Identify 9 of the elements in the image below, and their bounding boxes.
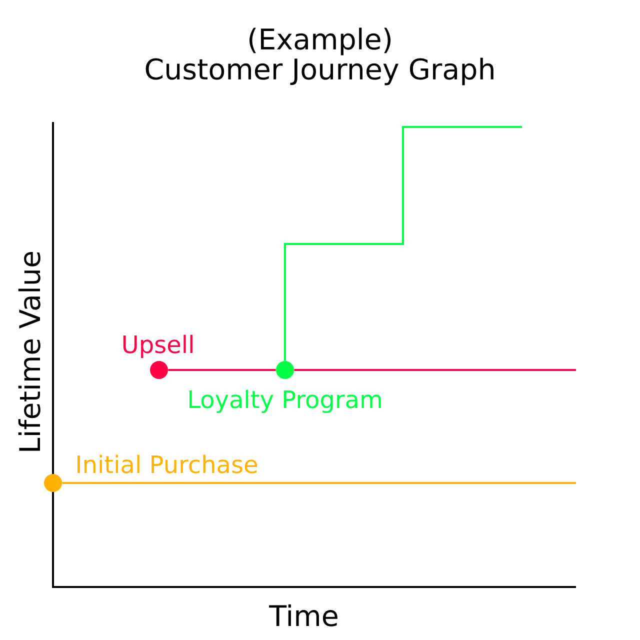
axis-title: Lifetime Value [18, 252, 40, 451]
milestone-label: Upsell [123, 334, 192, 358]
milestone-label: Loyalty Program [190, 390, 381, 413]
value-line [167, 369, 577, 371]
title: (Example) Customer Journey Graph [146, 28, 494, 86]
value-line [62, 482, 576, 484]
value-line [284, 126, 522, 361]
axis-title: Time [269, 604, 338, 626]
milestone-label: Initial Purchase [78, 454, 257, 474]
